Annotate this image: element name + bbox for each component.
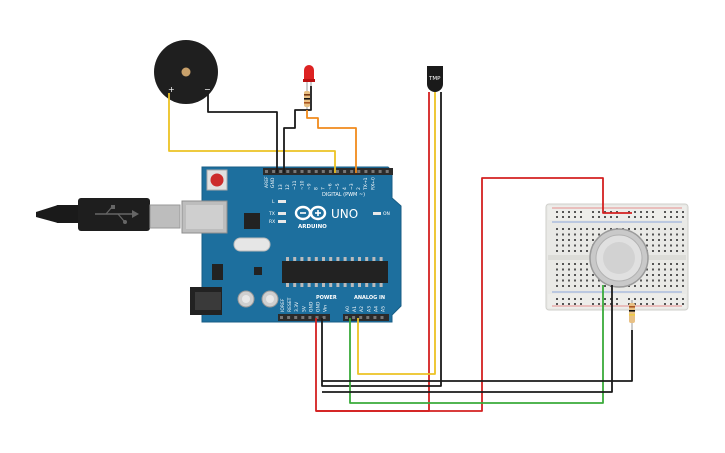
led-resistor[interactable] xyxy=(304,86,310,110)
voltage-regulator xyxy=(212,264,223,280)
capacitors xyxy=(237,290,279,308)
wire-buzzer-gnd[interactable] xyxy=(207,93,278,173)
led-rx-label: RX xyxy=(269,219,275,225)
power-pin-label-4: GND xyxy=(308,301,314,312)
wire-buzzer-signal[interactable] xyxy=(168,93,336,173)
led-l-label: L xyxy=(272,199,275,205)
wire-led-gnd[interactable] xyxy=(283,86,312,173)
digital-label: DIGITAL (PWM ~) xyxy=(322,192,365,198)
digital-pin-label-2: ~11 xyxy=(292,180,298,190)
wire-resistor-gnd[interactable] xyxy=(322,330,633,382)
digital-header xyxy=(263,168,393,175)
digital-pin-label-5: 8 xyxy=(314,187,320,190)
digital-pin-label-4: ~9 xyxy=(306,183,312,190)
wire-led-signal[interactable] xyxy=(306,110,357,173)
digital-pin-label-10: ~3 xyxy=(349,183,355,190)
power-pin-label-5: GND xyxy=(316,301,322,312)
power-pin-label-1: RESET xyxy=(287,297,293,312)
buzzer-plus-label: + xyxy=(168,85,175,94)
arduino-logo xyxy=(294,205,327,221)
piezo-buzzer[interactable]: + − xyxy=(154,40,218,104)
power-pin-label-0: IOREF xyxy=(280,298,286,312)
digital-pin-label-13: RX←0 xyxy=(370,177,376,190)
analog-pin-label-3: A3 xyxy=(366,306,372,312)
analog-pin-label-0: A0 xyxy=(345,306,351,312)
wire-gas-signal[interactable] xyxy=(349,285,604,404)
wire-gas-power[interactable] xyxy=(316,177,632,412)
usb-symbol-icon xyxy=(95,205,139,224)
analog-pin-label-1: A1 xyxy=(352,306,358,312)
analog-label: ANALOG IN xyxy=(354,295,385,301)
digital-pin-label-0: 13 xyxy=(278,184,284,190)
temp-sensor-label: TMP xyxy=(428,76,441,82)
digital-pin-label-7: ~6 xyxy=(328,183,334,190)
usb-cable[interactable] xyxy=(36,198,181,231)
power-label: POWER xyxy=(316,295,337,301)
led-on-label: ON xyxy=(383,211,390,217)
gnd-label: GND xyxy=(270,177,276,188)
analog-header xyxy=(343,314,389,321)
buzzer-minus-label: − xyxy=(204,85,211,94)
led-tx-label: TX xyxy=(268,211,275,217)
analog-pin-label-5: A5 xyxy=(381,306,387,312)
usb-chip xyxy=(244,213,260,229)
digital-pin-label-11: 2 xyxy=(356,187,362,190)
power-pin-label-3: 5V xyxy=(301,305,307,312)
analog-pin-label-2: A2 xyxy=(359,306,365,312)
reset-button[interactable] xyxy=(206,169,228,191)
wire-gas-gnd[interactable] xyxy=(322,285,613,393)
red-led[interactable] xyxy=(303,65,315,86)
wire-tmp-signal[interactable] xyxy=(357,92,436,375)
brand-label: ARDUINO xyxy=(298,224,327,230)
digital-pin-label-6: 7 xyxy=(321,187,327,190)
digital-pin-label-3: ~10 xyxy=(299,180,305,190)
digital-pin-label-12: TX→1 xyxy=(363,177,369,191)
digital-pin-label-8: ~5 xyxy=(335,183,341,190)
analog-pin-label-4: A4 xyxy=(373,306,379,312)
temperature-sensor[interactable]: TMP xyxy=(427,66,443,92)
wire-tmp-gnd[interactable] xyxy=(321,92,442,387)
aref-label: AREF xyxy=(264,176,270,188)
digital-pin-label-9: 4 xyxy=(342,187,348,190)
gas-sensor[interactable] xyxy=(589,228,649,288)
digital-pin-label-1: 12 xyxy=(285,184,291,190)
atmega-chip xyxy=(282,261,388,283)
status-leds: L TX RX ON xyxy=(268,199,390,225)
power-pin-label-2: 3.3V xyxy=(294,301,300,312)
wires xyxy=(168,86,633,412)
crystal-oscillator xyxy=(233,237,271,252)
sensor-resistor[interactable] xyxy=(629,300,635,330)
power-pin-label-6: Vin xyxy=(323,305,329,312)
model-label: UNO xyxy=(331,207,358,221)
